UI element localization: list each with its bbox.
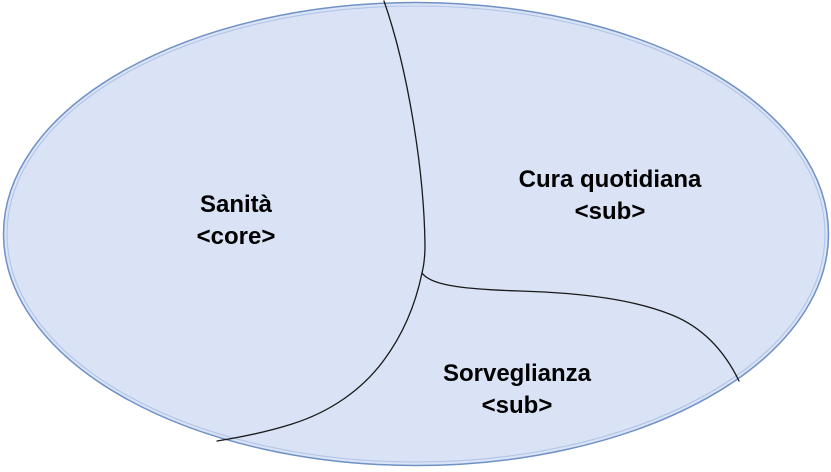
region-name: Sanità — [199, 191, 273, 218]
region-label-sorveglianza: Sorveglianza <sub> — [443, 358, 591, 422]
region-name: Cura quotidiana — [518, 166, 702, 193]
region-tag: <sub> — [574, 198, 646, 225]
region-label-cura-quotidiana: Cura quotidiana <sub> — [519, 164, 702, 228]
main-ellipse-inner-border — [6, 5, 826, 463]
region-tag: <sub> — [481, 392, 553, 419]
region-tag: <core> — [196, 223, 276, 250]
region-name: Sorveglianza — [442, 360, 592, 387]
region-label-sanita: Sanità <core> — [197, 189, 276, 253]
core-region-divider-curve — [216, 0, 426, 442]
sub-region-divider-curve — [421, 272, 740, 382]
